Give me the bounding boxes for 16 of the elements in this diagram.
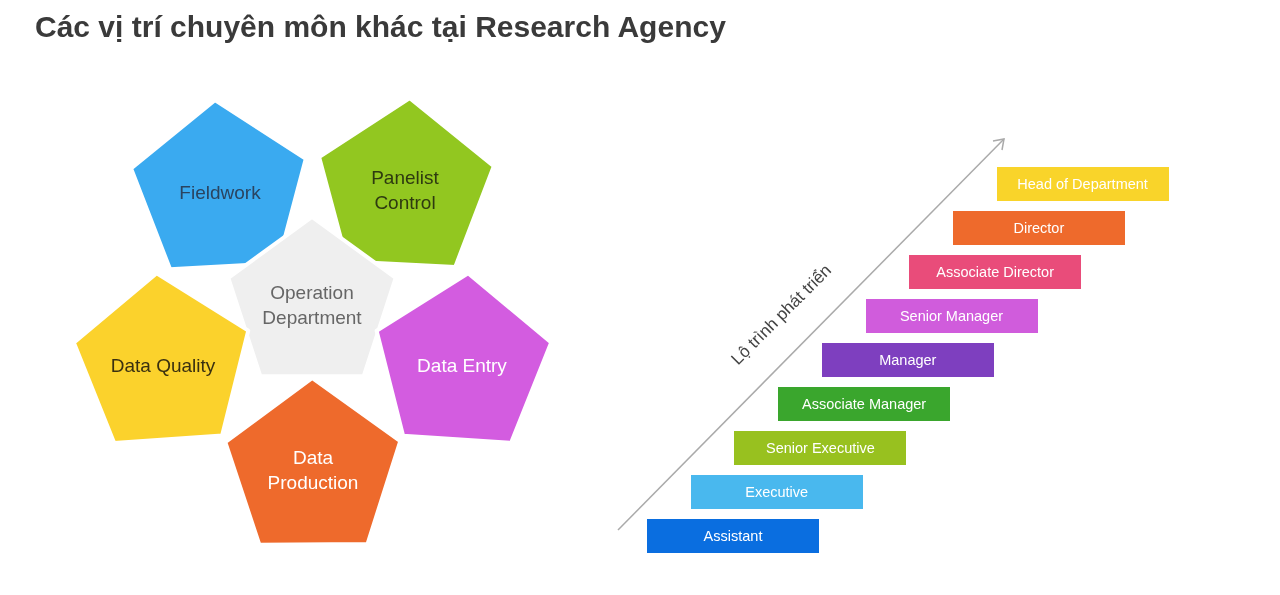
- career-step-bar: Senior Manager: [865, 299, 1038, 333]
- career-step-bar: Associate Director: [909, 255, 1082, 289]
- department-label: Data Quality: [109, 353, 217, 378]
- career-step-bar: Director: [952, 211, 1125, 245]
- career-step-bar: Head of Department: [996, 167, 1169, 201]
- department-label: Data Entry: [416, 353, 508, 378]
- page-title: Các vị trí chuyên môn khác tại Research Agency: [35, 10, 726, 44]
- career-step-bar: Manager: [821, 343, 994, 377]
- career-step-bar: Senior Executive: [734, 431, 907, 465]
- career-step-bar: Executive: [690, 475, 863, 509]
- department-label: Data Production: [266, 446, 360, 495]
- department-label: Operation Department: [261, 281, 363, 330]
- career-step-bar: Associate Manager: [778, 387, 951, 421]
- department-label: Fieldwork: [178, 180, 262, 205]
- department-label: Panelist Control: [370, 166, 440, 215]
- career-step-bar: Assistant: [647, 519, 819, 553]
